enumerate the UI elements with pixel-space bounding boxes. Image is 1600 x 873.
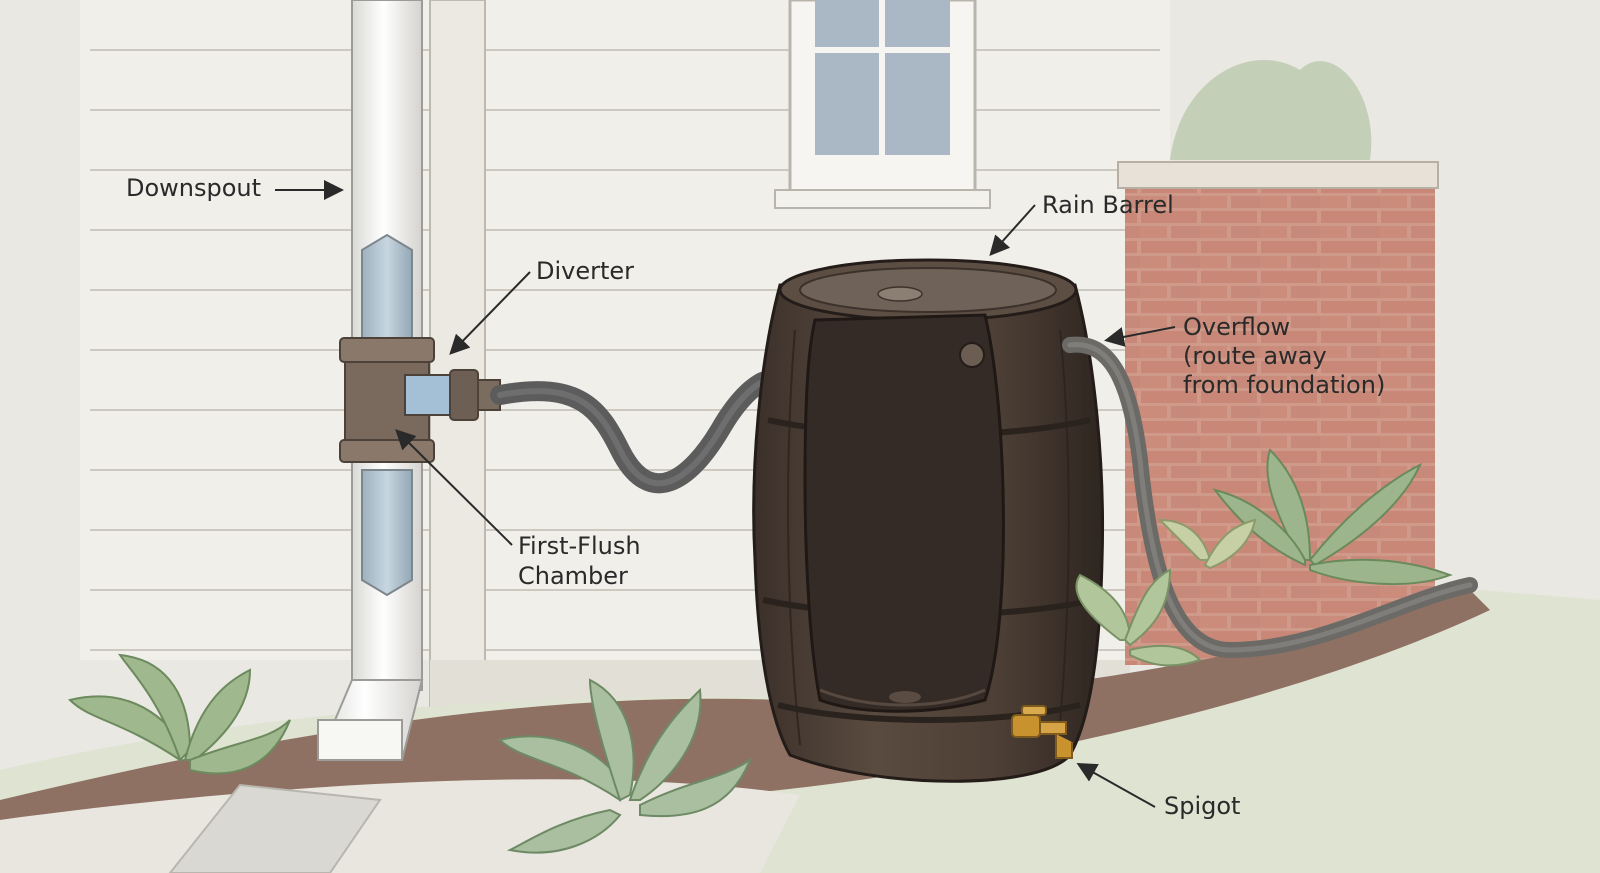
label-overflow: Overflow (route away from foundation) [1183, 313, 1385, 400]
spigot-valve [1011, 705, 1073, 759]
label-overflow-line-2: (route away [1183, 342, 1327, 370]
label-overflow-line-3: from foundation) [1183, 371, 1386, 399]
leader-diverter [449, 271, 531, 355]
label-first-flush-line-2: Chamber [518, 562, 628, 590]
label-first-flush-line-1: First-Flush [518, 532, 641, 560]
leader-lines [275, 180, 1176, 808]
label-downspout: Downspout [126, 174, 262, 202]
label-first-flush-chamber: First-Flush Chamber [518, 531, 641, 591]
rain-barrel-body [752, 258, 1105, 783]
brick-wall [1117, 161, 1439, 665]
leader-overflow [1104, 326, 1176, 347]
label-rain-barrel: Rain Barrel [1042, 191, 1174, 219]
plant-left [68, 653, 291, 775]
fern-right [1212, 448, 1453, 586]
label-spigot: Spigot [1164, 792, 1241, 820]
label-diverter: Diverter [536, 257, 635, 285]
plant-mid-right [1157, 518, 1257, 570]
window [774, 0, 991, 209]
leader-spigot [1076, 763, 1156, 808]
leader-rainbarrel [989, 204, 1036, 256]
plant-center [498, 678, 753, 854]
label-overflow-line-1: Overflow [1183, 313, 1291, 341]
leader-firstflush [395, 429, 513, 546]
plant-right [1075, 568, 1202, 667]
